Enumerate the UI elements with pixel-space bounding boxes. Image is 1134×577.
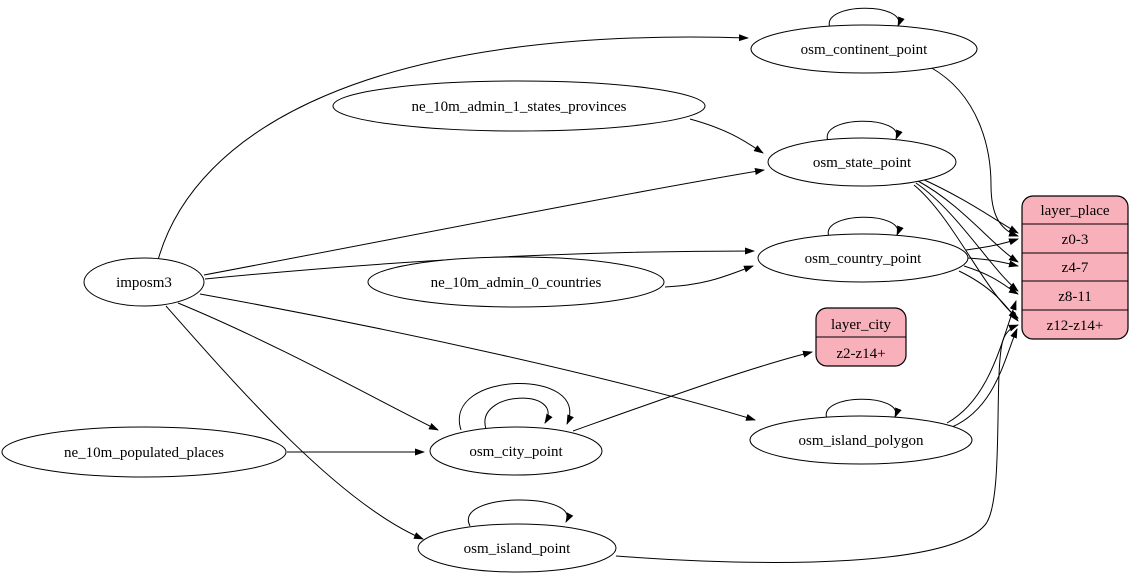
edge-osm-continent-point-to-z0-3	[929, 66, 1019, 237]
layer-place-row-z4-7: z4-7	[1062, 260, 1089, 276]
node-osm-island-point: osm_island_point	[417, 523, 617, 573]
node-osm-country-point: osm_country_point	[757, 233, 969, 283]
ne-10m-admin-0-shape	[367, 256, 665, 308]
self-loop-inner-osm-city-point	[484, 397, 553, 430]
edge-osm-country-point-to-z0-3	[965, 238, 1019, 251]
layer-place-row-z12-z14: z12-z14+	[1047, 318, 1104, 334]
edge-osm-state-point-to-z0-3	[919, 177, 1019, 234]
osm-island-point-label: osm_island_point	[464, 541, 572, 557]
ne-10m-admin-1-shape	[332, 80, 706, 132]
layer-city-row-z2-z14: z2-z14+	[836, 346, 885, 362]
node-ne-10m-populated-places: ne_10m_populated_places	[1, 426, 287, 478]
edge-osm-state-point-to-z4-7	[917, 180, 1019, 263]
edge-osm-country-point-to-z12	[958, 270, 1019, 322]
edge-ne-10m-admin-0-to-osm-country-point	[664, 265, 754, 288]
self-loop-outer-osm-city-point	[458, 382, 574, 431]
edge-imposm3-to-osm-state-point	[203, 168, 765, 276]
layer-place-box	[1021, 195, 1129, 340]
self-loop-osm-island-polygon	[825, 398, 902, 420]
edge-group	[157, 7, 1019, 563]
osm-island-polygon-label: osm_island_polygon	[798, 433, 924, 449]
edge-osm-country-point-to-z8-11	[963, 265, 1019, 295]
osm-continent-point-label: osm_continent_point	[801, 42, 928, 58]
osm-city-point-shape	[429, 426, 603, 476]
self-loop-osm-island-point	[467, 499, 574, 527]
osm-city-point-label: osm_city_point	[469, 444, 563, 460]
edge-osm-island-polygon-to-z8-11	[946, 300, 1017, 424]
layer-place-header: layer_place	[1040, 203, 1109, 219]
record-layer-city: layer_city z2-z14+	[815, 307, 907, 367]
osm-island-point-shape	[417, 523, 617, 573]
node-osm-island-polygon: osm_island_polygon	[749, 415, 973, 465]
edge-osm-city-point-to-layer-city-z2	[572, 350, 813, 432]
osm-country-point-shape	[757, 233, 969, 283]
edge-imposm3-to-osm-island-point	[165, 305, 424, 540]
record-layer-place: layer_place z0-3 z4-7 z8-11 z12-z14+	[1021, 195, 1129, 340]
edge-osm-island-polygon-to-z12	[951, 328, 1018, 428]
edge-osm-state-point-to-z8-11	[915, 182, 1019, 292]
edge-osm-country-point-to-z4-7	[967, 257, 1019, 268]
imposm3-label: imposm3	[116, 275, 172, 291]
layer-place-row-z0-3: z0-3	[1062, 232, 1089, 248]
ne-10m-populated-places-shape	[1, 426, 287, 478]
osm-continent-point-shape	[750, 24, 978, 74]
ne-10m-populated-places-label: ne_10m_populated_places	[64, 445, 224, 461]
ne-10m-admin-1-label: ne_10m_admin_1_states_provinces	[412, 99, 627, 115]
osm-island-polygon-shape	[749, 415, 973, 465]
self-loop-osm-continent-point	[828, 7, 905, 29]
layer-city-header: layer_city	[831, 317, 891, 333]
self-loop-osm-state-point	[826, 120, 903, 142]
node-osm-city-point: osm_city_point	[429, 426, 603, 476]
osm-state-point-label: osm_state_point	[813, 155, 912, 171]
ne-10m-admin-0-label: ne_10m_admin_0_countries	[431, 275, 602, 291]
node-osm-state-point: osm_state_point	[767, 137, 957, 187]
imposm3-shape	[83, 257, 205, 307]
edge-imposm3-to-osm-island-polygon	[199, 293, 756, 421]
edge-imposm3-to-osm-city-point	[177, 302, 439, 431]
self-loop-osm-country-point	[827, 216, 904, 238]
osm-state-point-shape	[767, 137, 957, 187]
node-osm-continent-point: osm_continent_point	[750, 24, 978, 74]
node-ne-10m-admin-0-countries: ne_10m_admin_0_countries	[367, 256, 665, 308]
layer-place-row-z8-11: z8-11	[1058, 289, 1092, 305]
edge-imposm3-to-osm-continent-point	[157, 34, 749, 261]
edge-ne-10m-admin-1-to-osm-state-point	[689, 118, 764, 154]
node-imposm3: imposm3	[83, 257, 205, 307]
osm-country-point-label: osm_country_point	[805, 251, 922, 267]
edge-osm-island-point-to-z12	[615, 324, 1019, 563]
node-ne-10m-admin-1-states-provinces: ne_10m_admin_1_states_provinces	[332, 80, 706, 132]
